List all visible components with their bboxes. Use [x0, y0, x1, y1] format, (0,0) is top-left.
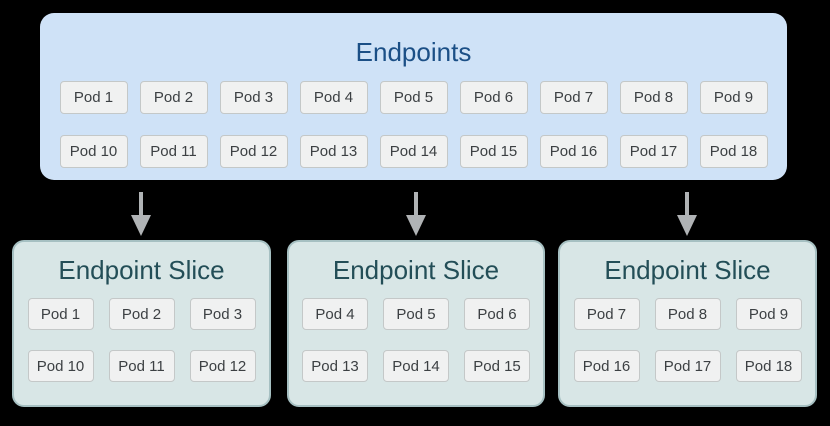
slice-3-pod-grid: Pod 7 Pod 8 Pod 9 Pod 16 Pod 17 Pod 18 [560, 298, 815, 382]
slice-1-pod-grid: Pod 1 Pod 2 Pod 3 Pod 10 Pod 11 Pod 12 [14, 298, 269, 382]
pod-chip: Pod 10 [59, 135, 128, 168]
pod-chip: Pod 9 [699, 81, 768, 114]
arrow-head-icon [131, 215, 151, 236]
pod-chip: Pod 2 [139, 81, 208, 114]
pod-chip: Pod 1 [59, 81, 128, 114]
arrow-line [685, 192, 689, 215]
arrow-line [414, 192, 418, 215]
pod-row: Pod 10 Pod 11 Pod 12 Pod 13 Pod 14 Pod 15 Pod … [59, 135, 768, 168]
arrow-head-icon [406, 215, 426, 236]
pod-chip: Pod 6 [459, 81, 528, 114]
pod-chip: Pod 9 [735, 298, 802, 330]
endpoint-slice-title: Endpoint Slice [58, 255, 225, 285]
pod-chip: Pod 7 [573, 298, 640, 330]
pod-row: Pod 4 Pod 5 Pod 6 [302, 298, 530, 330]
pod-chip: Pod 11 [108, 350, 175, 382]
pod-chip: Pod 13 [299, 135, 368, 168]
pod-chip: Pod 13 [302, 350, 368, 382]
pod-chip: Pod 8 [619, 81, 688, 114]
pod-chip: Pod 6 [464, 298, 530, 330]
pod-chip: Pod 12 [219, 135, 288, 168]
pod-chip: Pod 2 [108, 298, 175, 330]
endpoint-slice-title: Endpoint Slice [604, 255, 771, 285]
pod-chip: Pod 14 [383, 350, 449, 382]
endpoint-slice-title: Endpoint Slice [332, 255, 500, 285]
pod-row: Pod 1 Pod 2 Pod 3 Pod 4 Pod 5 Pod 6 Pod 7 Pod 8… [59, 81, 768, 114]
pod-row: Pod 10 Pod 11 Pod 12 [27, 350, 256, 382]
pod-chip: Pod 15 [459, 135, 528, 168]
pod-chip: Pod 16 [539, 135, 608, 168]
pod-row: Pod 13 Pod 14 Pod 15 [302, 350, 530, 382]
pod-chip: Pod 18 [699, 135, 768, 168]
endpoints-title: Endpoints [355, 37, 472, 67]
pod-chip: Pod 10 [27, 350, 94, 382]
pod-chip: Pod 3 [189, 298, 256, 330]
pod-chip: Pod 12 [189, 350, 256, 382]
down-arrow-to-slice-2 [406, 192, 426, 236]
pod-chip: Pod 5 [383, 298, 449, 330]
pod-row: Pod 1 Pod 2 Pod 3 [27, 298, 256, 330]
arrow-line [139, 192, 143, 215]
down-arrow-to-slice-3 [677, 192, 697, 236]
pod-chip: Pod 8 [654, 298, 721, 330]
pod-chip: Pod 17 [654, 350, 721, 382]
pod-chip: Pod 7 [539, 81, 608, 114]
pod-chip: Pod 3 [219, 81, 288, 114]
arrow-head-icon [677, 215, 697, 236]
pod-chip: Pod 17 [619, 135, 688, 168]
pod-chip: Pod 14 [379, 135, 448, 168]
endpoints-box: Endpoints Pod 1 Pod 2 Pod 3 Pod 4 Pod 5 Pod 6… [40, 13, 787, 180]
slice-2-pod-grid: Pod 4 Pod 5 Pod 6 Pod 13 Pod 14 Pod 15 [289, 298, 543, 382]
pod-chip: Pod 18 [735, 350, 802, 382]
pod-chip: Pod 4 [299, 81, 368, 114]
pod-chip: Pod 5 [379, 81, 448, 114]
down-arrow-to-slice-1 [131, 192, 151, 236]
pod-row: Pod 7 Pod 8 Pod 9 [573, 298, 802, 330]
pod-chip: Pod 16 [573, 350, 640, 382]
pod-chip: Pod 1 [27, 298, 94, 330]
endpoints-pod-grid: Pod 1 Pod 2 Pod 3 Pod 4 Pod 5 Pod 6 Pod 7 Pod 8… [40, 81, 787, 168]
pod-row: Pod 16 Pod 17 Pod 18 [573, 350, 802, 382]
pod-chip: Pod 11 [139, 135, 208, 168]
pod-chip: Pod 15 [464, 350, 530, 382]
pod-chip: Pod 4 [302, 298, 368, 330]
